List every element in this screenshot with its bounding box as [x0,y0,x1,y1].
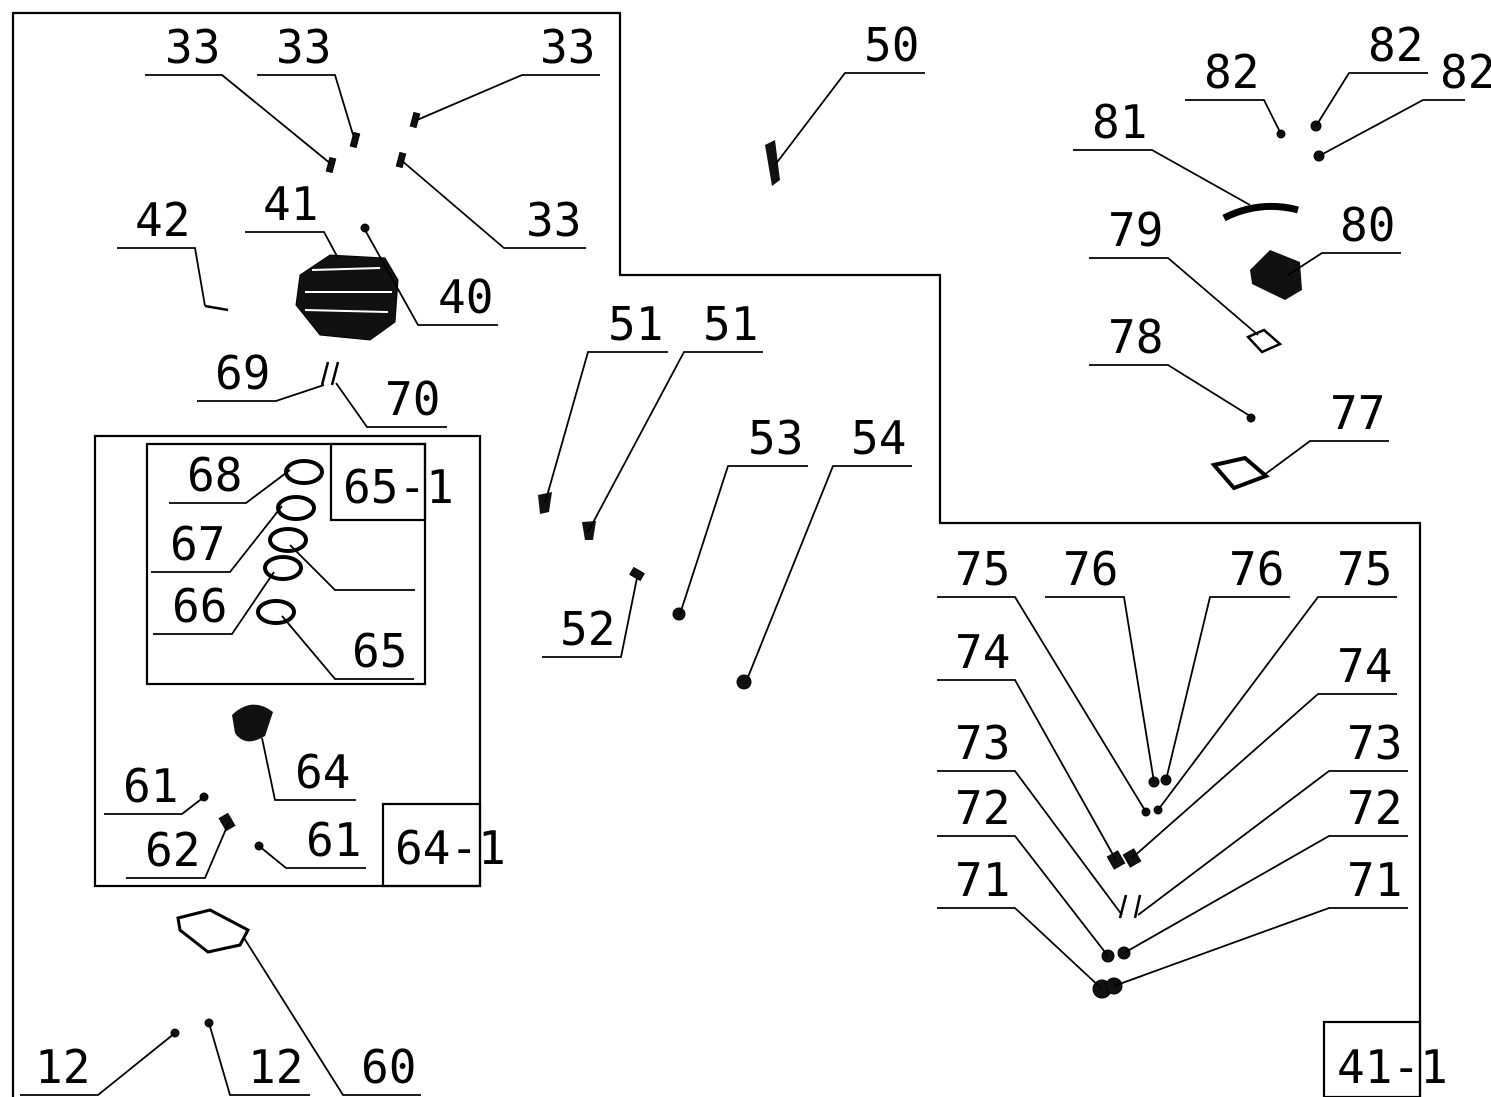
callout-78: 78 [1108,310,1163,364]
spark-plug-part [765,140,780,186]
callout-53: 53 [748,411,803,465]
leader-lines [20,72,1465,1096]
callout-82: 82 [1204,45,1259,99]
callout-71: 71 [1347,853,1402,907]
piston-rings-part [256,459,324,625]
callout-52: 52 [560,602,615,656]
callout-70: 70 [385,372,440,426]
valve-set-label-box [1322,1020,1422,1097]
callout-76: 76 [1063,542,1118,596]
callout-62: 62 [145,823,200,877]
callout-74: 74 [1337,639,1392,693]
callout-75: 75 [955,542,1010,596]
callout-61: 61 [123,759,178,813]
gasket-60-part [176,908,251,954]
cover-80-part [1250,250,1302,300]
callout-51: 51 [608,297,663,351]
callout-79: 79 [1108,203,1163,257]
callout-66: 66 [172,579,227,633]
callout-71: 71 [955,853,1010,907]
callout-61: 61 [306,813,361,867]
callout-33: 33 [526,193,581,247]
callout-42: 42 [135,193,190,247]
plug-52-part [629,566,645,582]
piston-set-label: 64-1 [395,821,506,875]
callout-69: 69 [215,346,270,400]
callout-75: 75 [1337,542,1392,596]
valve-set-label: 41-1 [1337,1040,1448,1094]
callout-41: 41 [263,177,318,231]
piston-set-box [93,434,482,888]
bolt-33-parts [325,111,421,174]
cylinder-head-part [295,254,399,341]
assembly-outline [11,11,1422,1097]
callout-33: 33 [540,20,595,74]
callout-72: 72 [955,781,1010,835]
stud-42-part [204,304,229,312]
bolt-53-part [672,607,686,621]
callout-76: 76 [1229,542,1284,596]
pin-62-part [218,812,236,832]
ring-set-label: 65-1 [343,460,454,514]
callout-65: 65 [352,624,407,678]
callout-12: 12 [35,1040,90,1094]
callout-12: 12 [248,1040,303,1094]
callout-82: 82 [1440,45,1491,99]
callout-68: 68 [187,448,242,502]
valve-train-parts [1092,774,1172,999]
guide-69-70-part [320,361,340,386]
hose-81-part [1222,202,1299,222]
callout-64: 64 [295,745,350,799]
ring-set-label-box [329,442,427,522]
ring-set-box [145,442,427,686]
plate-79-part [1245,328,1283,354]
dowel-40-part [360,223,370,233]
callout-54: 54 [851,411,906,465]
callout-80: 80 [1340,198,1395,252]
callout-74: 74 [955,625,1010,679]
piston-part [232,704,273,742]
gasket-77-part [1210,455,1270,491]
callout-numbers: 33 33 33 33 42 41 40 69 70 68 67 66 65 6… [35,18,1491,1094]
callout-33: 33 [165,20,220,74]
callout-81: 81 [1092,95,1147,149]
callout-50: 50 [864,18,919,72]
callout-73: 73 [1347,716,1402,770]
callout-33: 33 [276,20,331,74]
callout-77: 77 [1330,386,1385,440]
callout-67: 67 [170,517,225,571]
callout-60: 60 [361,1040,416,1094]
callout-40: 40 [438,270,493,324]
callout-72: 72 [1347,781,1402,835]
callout-73: 73 [955,716,1010,770]
callout-51: 51 [703,297,758,351]
piston-set-label-box [381,802,482,888]
callout-82: 82 [1368,18,1423,72]
